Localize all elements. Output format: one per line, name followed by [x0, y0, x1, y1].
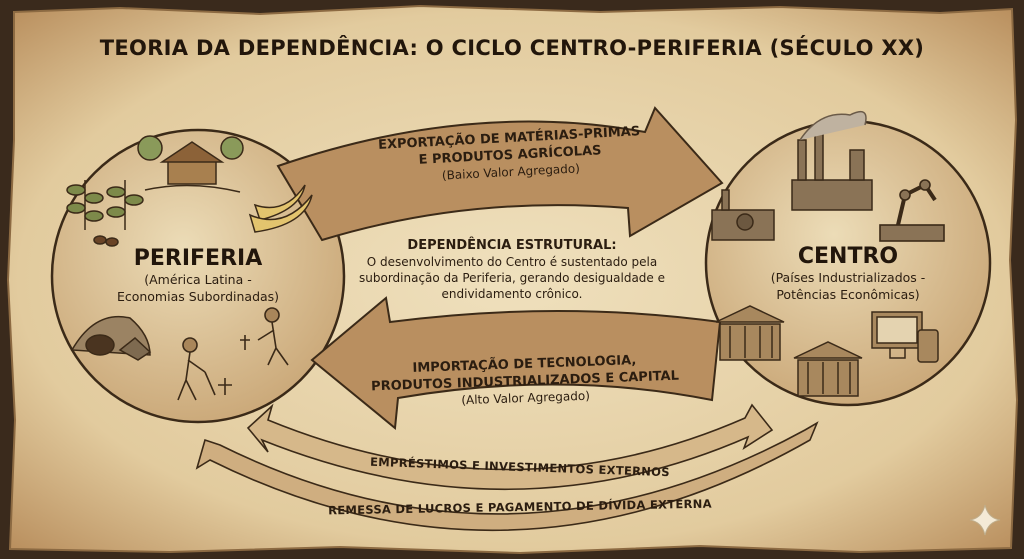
centro-sub-2: Potências Econômicas)	[776, 287, 920, 302]
factory-icon	[791, 110, 873, 211]
sparkle-icon	[969, 504, 1001, 536]
centro-label: CENTRO (Países Industrializados - Potênc…	[738, 244, 958, 303]
periferia-label: PERIFERIA (América Latina - Economias Su…	[98, 246, 298, 305]
import-arrow	[310, 296, 722, 430]
emprestimos-band	[246, 403, 774, 491]
farmer-icon	[177, 307, 289, 401]
export-arrow	[276, 106, 724, 242]
remessa-band	[195, 421, 819, 532]
centro-name: CENTRO	[797, 244, 899, 269]
page-title: TEORIA DA DEPENDÊNCIA: O CICLO CENTRO-PE…	[99, 36, 925, 60]
periferia-sub-2: Economias Subordinadas)	[116, 289, 280, 304]
robot-arm-icon	[879, 179, 945, 242]
dependencia-title: DEPENDÊNCIA ESTRUTURAL:	[407, 238, 617, 253]
periferia-sub-1: (América Latina -	[144, 272, 252, 287]
farm-icon	[137, 135, 244, 193]
centro-sub-1: (Países Industrializados -	[770, 270, 926, 285]
banana-icon	[248, 184, 313, 233]
periferia-name: PERIFERIA	[133, 246, 263, 271]
industry-icon	[711, 189, 775, 241]
bank-icon	[715, 305, 863, 397]
computer-icon	[871, 311, 939, 363]
dependencia-body: O desenvolvimento do Centro é sustentado…	[359, 255, 665, 301]
mine-icon	[70, 316, 152, 361]
coffee-plant-icon	[66, 180, 144, 247]
dependencia-estrutural-box: DEPENDÊNCIA ESTRUTURAL: O desenvolviment…	[352, 237, 672, 302]
